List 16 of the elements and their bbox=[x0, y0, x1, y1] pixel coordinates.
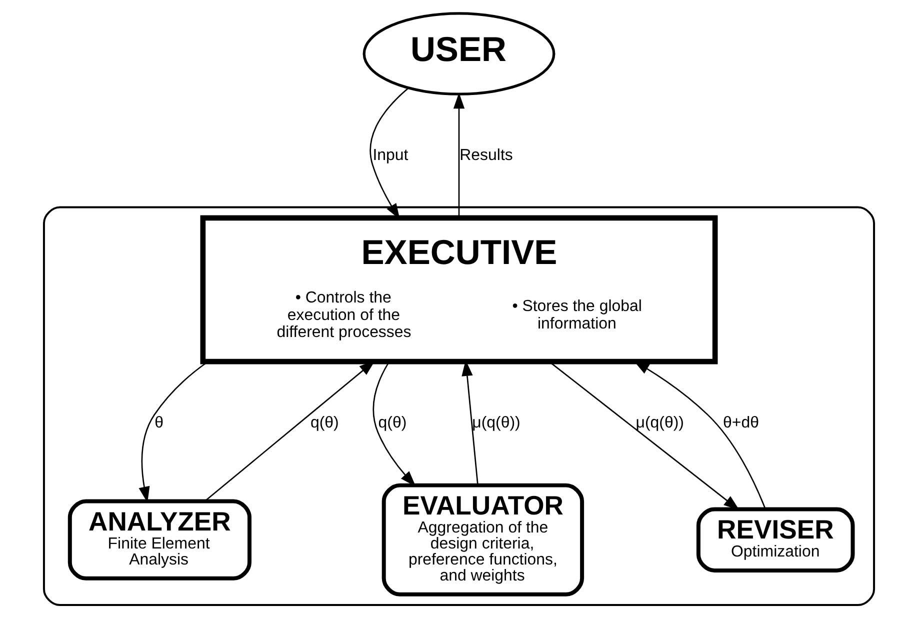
edge-label: q(θ) bbox=[378, 414, 407, 432]
arrow bbox=[548, 361, 740, 510]
arrow bbox=[453, 92, 465, 218]
edge-label: θ bbox=[154, 414, 164, 432]
node-box: EVALUATOR Aggregation of the design criteria, preference functions, and weights bbox=[382, 483, 584, 596]
edge-label: q(θ) bbox=[310, 414, 339, 432]
edge-label: Input bbox=[372, 147, 408, 164]
edge-label: μ(q(θ)) bbox=[636, 414, 684, 432]
edge-label: Results bbox=[460, 147, 513, 164]
node-ellipse: USER bbox=[362, 12, 556, 96]
cluster bbox=[42, 206, 876, 606]
node-box: EXECUTIVE • Controls the execution of the different processes • Stores the global information bbox=[200, 215, 718, 364]
edge-label: μ(q(θ)) bbox=[472, 414, 520, 432]
node-box: REVISER Optimization bbox=[696, 507, 855, 572]
node-box: ANALYZER Finite Element Analysis bbox=[68, 499, 252, 580]
edge-label: θ+dθ bbox=[723, 414, 759, 432]
